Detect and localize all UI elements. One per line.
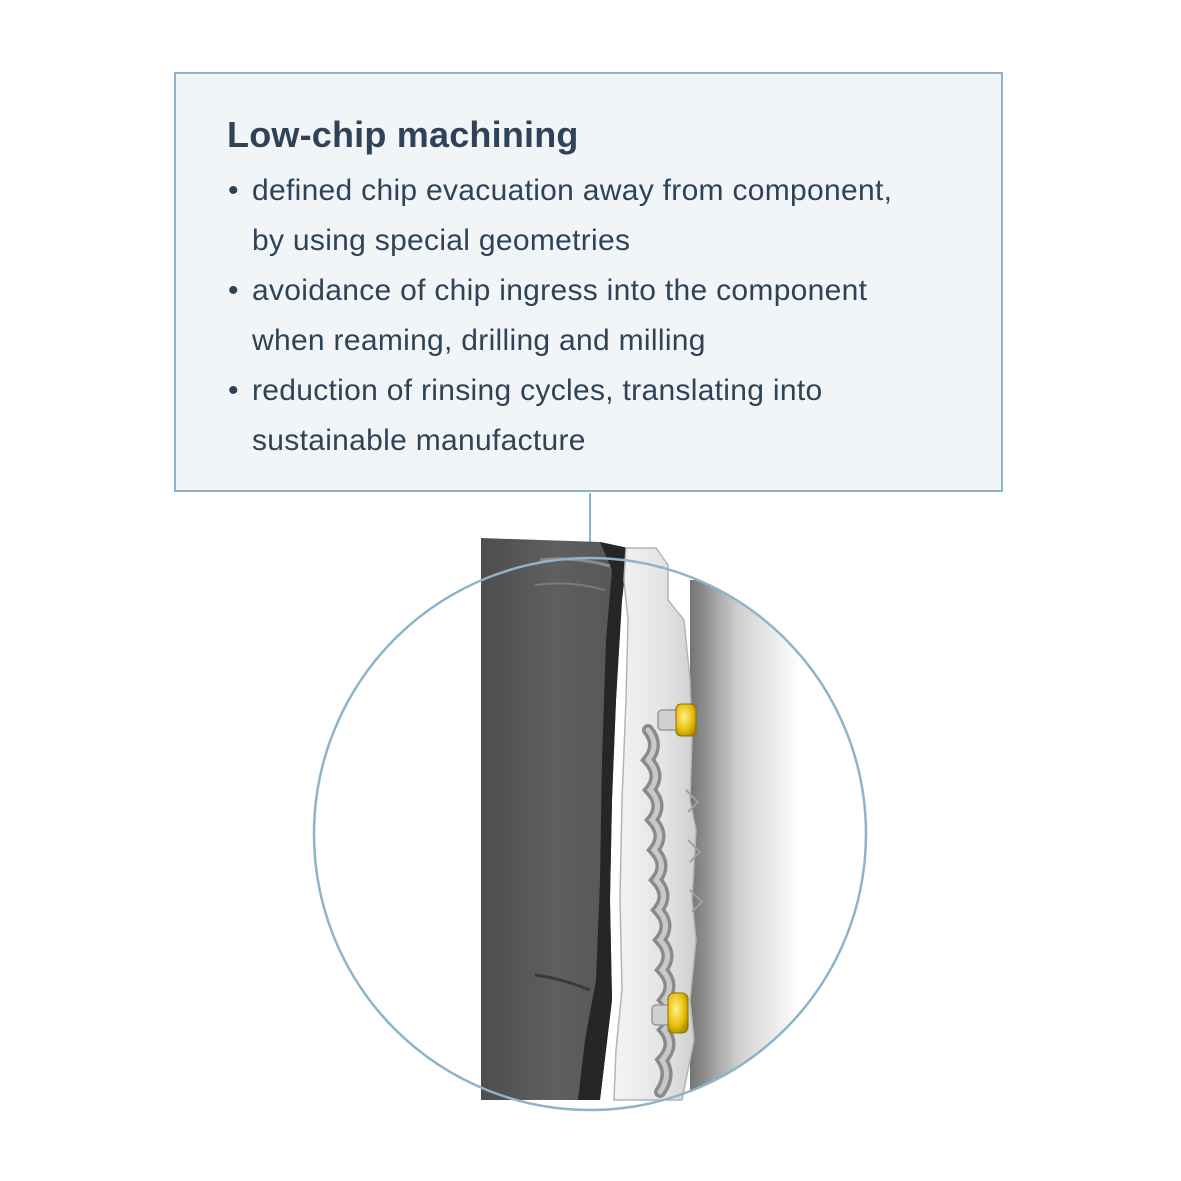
info-box: Low-chip machining • defined chip evacua… <box>174 72 1003 492</box>
bullet-line: when reaming, drilling and milling <box>252 324 706 357</box>
bullet-line: defined chip evacuation away from compon… <box>252 174 893 207</box>
clamping-screw-icon <box>657 703 697 737</box>
bullet-list: • defined chip evacuation away from comp… <box>226 166 986 466</box>
bullet-dot-icon: • <box>228 274 239 307</box>
insert-shadow <box>690 580 800 1100</box>
bullet-item: • defined chip evacuation away from comp… <box>226 166 986 266</box>
bullet-item: • avoidance of chip ingress into the com… <box>226 266 986 366</box>
clamping-screw-icon <box>651 992 689 1034</box>
bullet-line: sustainable manufacture <box>252 424 586 457</box>
cutting-insert-icon <box>613 547 704 1101</box>
bullet-item: • reduction of rinsing cycles, translati… <box>226 366 986 466</box>
bullet-dot-icon: • <box>228 174 239 207</box>
tool-body-icon <box>481 538 628 1100</box>
bullet-dot-icon: • <box>228 374 239 407</box>
info-title: Low-chip machining <box>227 114 579 155</box>
bullet-line: avoidance of chip ingress into the compo… <box>252 274 868 307</box>
detail-circle <box>312 556 868 1112</box>
bullet-line: reduction of rinsing cycles, translating… <box>252 374 823 407</box>
bullet-line: by using special geometries <box>252 224 631 257</box>
